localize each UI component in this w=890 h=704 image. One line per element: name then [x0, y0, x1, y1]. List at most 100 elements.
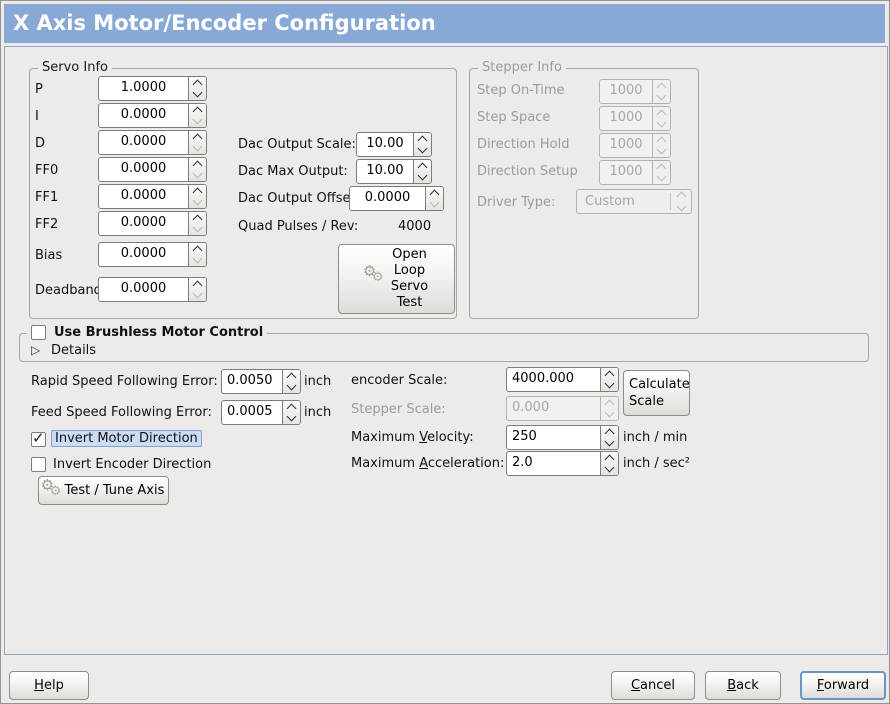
p-spin-buttons[interactable]: [188, 77, 206, 100]
open-loop-servo-test-button[interactable]: ⚙ ⚙ Open Loop Servo Test: [338, 244, 455, 314]
deadband-input[interactable]: 0.0000: [120, 281, 167, 296]
p-input[interactable]: 1.0000: [120, 80, 167, 95]
encoder-scale-input[interactable]: 4000.000: [512, 371, 575, 386]
cancel-button[interactable]: Cancel: [611, 671, 695, 700]
spin-down-icon[interactable]: [192, 168, 203, 179]
dac-output-scale-input[interactable]: 10.00: [366, 136, 404, 151]
maximum-acceleration-spinbox: 2.0: [506, 451, 619, 476]
invert-encoder-label[interactable]: Invert Encoder Direction: [53, 457, 212, 472]
step-on-time-label: Step On-Time: [477, 83, 565, 98]
forward-button[interactable]: Forward: [800, 671, 886, 700]
spin-down-icon[interactable]: [192, 288, 203, 299]
dac-output-offset-input[interactable]: 0.0000: [364, 190, 411, 205]
maximum-velocity-unit: inch / min: [623, 430, 688, 445]
back-button[interactable]: Back: [705, 671, 781, 700]
rapid-following-error-input[interactable]: 0.0050: [227, 373, 273, 388]
spin-down-icon[interactable]: [192, 141, 203, 152]
d-spin-buttons[interactable]: [188, 131, 206, 154]
spin-buttons[interactable]: [600, 368, 618, 391]
gear-icon: ⚙: [371, 270, 384, 285]
step-on-time-spinbox: 1000: [599, 79, 671, 104]
ff0-spin-buttons[interactable]: [188, 158, 206, 181]
dac-max-output-label: Dac Max Output:: [238, 164, 348, 179]
d-input[interactable]: 0.0000: [120, 134, 167, 149]
ff2-input[interactable]: 0.0000: [120, 215, 167, 230]
bias-spin-buttons[interactable]: [188, 243, 206, 266]
servo-info-legend: Servo Info: [38, 60, 112, 75]
deadband-spinbox: 0.0000: [98, 277, 207, 302]
help-button[interactable]: Help: [9, 671, 89, 700]
bias-spinbox: 0.0000: [98, 242, 207, 267]
spin-down-icon[interactable]: [192, 222, 203, 233]
spin-down-icon[interactable]: [417, 143, 428, 154]
i-input[interactable]: 0.0000: [120, 107, 167, 122]
maximum-velocity-input[interactable]: 250: [512, 429, 537, 444]
direction-hold-spinbox: 1000: [599, 133, 671, 158]
spin-buttons[interactable]: [413, 160, 431, 183]
spin-buttons[interactable]: [282, 401, 300, 424]
ff0-input[interactable]: 0.0000: [120, 161, 167, 176]
i-spin-buttons[interactable]: [188, 104, 206, 127]
dac-max-output-input[interactable]: 10.00: [366, 163, 404, 178]
rapid-following-error-unit: inch: [304, 374, 332, 389]
spin-down-icon[interactable]: [286, 411, 297, 422]
ff2-spin-buttons[interactable]: [188, 212, 206, 235]
deadband-label: Deadband: [35, 283, 102, 298]
maximum-acceleration-input[interactable]: 2.0: [512, 455, 533, 470]
ff2-label: FF2: [35, 217, 59, 232]
ff0-label: FF0: [35, 163, 59, 178]
direction-hold-label: Direction Hold: [477, 137, 570, 152]
spin-down-icon[interactable]: [192, 253, 203, 264]
step-space-spinbox: 1000: [599, 106, 671, 131]
content-frame: [4, 46, 888, 655]
stepper-info-frame: Stepper Info: [469, 60, 699, 319]
dac-output-offset-spinbox: 0.0000: [349, 186, 444, 211]
stepper-scale-input: 0.000: [512, 400, 550, 415]
deadband-spin-buttons[interactable]: [188, 278, 206, 301]
driver-type-value: Custom: [585, 194, 635, 209]
ff1-input[interactable]: 0.0000: [120, 188, 167, 203]
maximum-velocity-label: Maximum Velocity:: [351, 430, 474, 445]
dac-output-scale-spinbox: 10.00: [356, 132, 432, 157]
brushless-checkbox[interactable]: [31, 325, 46, 340]
spin-buttons[interactable]: [600, 426, 618, 449]
invert-motor-label[interactable]: Invert Motor Direction: [51, 430, 202, 447]
spin-down-icon[interactable]: [604, 462, 615, 473]
test-tune-axis-button[interactable]: ⚙ ⚙ Test / Tune Axis: [38, 476, 169, 505]
feed-following-error-label: Feed Speed Following Error:: [31, 405, 212, 420]
spin-buttons[interactable]: [413, 133, 431, 156]
spin-down-icon[interactable]: [417, 170, 428, 181]
gears-icon: ⚙ ⚙: [363, 262, 391, 292]
maximum-acceleration-unit: inch / sec²: [623, 456, 691, 471]
spin-down-icon: [656, 90, 667, 101]
feed-following-error-input[interactable]: 0.0005: [227, 404, 273, 419]
calculate-scale-button[interactable]: Calculate Scale: [623, 370, 690, 416]
details-expander-label[interactable]: Details: [51, 343, 97, 358]
invert-motor-checkbox[interactable]: ✓: [31, 429, 46, 447]
spin-buttons[interactable]: [425, 187, 443, 210]
spin-down-icon[interactable]: [192, 195, 203, 206]
brushless-frame: [19, 333, 869, 362]
bias-input[interactable]: 0.0000: [120, 246, 167, 261]
expander-arrow-icon[interactable]: ▷: [31, 343, 41, 357]
encoder-scale-label: encoder Scale:: [351, 373, 448, 388]
spin-down-icon[interactable]: [604, 436, 615, 447]
direction-setup-input: 1000: [609, 164, 643, 179]
spin-buttons[interactable]: [600, 452, 618, 475]
spin-down-icon[interactable]: [192, 114, 203, 125]
spin-down-icon[interactable]: [286, 380, 297, 391]
gears-icon: ⚙ ⚙: [41, 476, 65, 502]
gear-icon: ⚙: [49, 483, 62, 499]
page-title: X Axis Motor/Encoder Configuration: [4, 4, 885, 43]
ff1-spin-buttons[interactable]: [188, 185, 206, 208]
spin-buttons[interactable]: [282, 370, 300, 393]
brushless-checkbox-row[interactable]: Use Brushless Motor Control: [27, 325, 268, 340]
spin-down-icon: [656, 144, 667, 155]
invert-encoder-checkbox[interactable]: [31, 457, 46, 472]
spin-down-icon[interactable]: [192, 87, 203, 98]
spin-down-icon: [656, 117, 667, 128]
ff0-spinbox: 0.0000: [98, 157, 207, 182]
ff1-label: FF1: [35, 190, 59, 205]
spin-down-icon[interactable]: [604, 378, 615, 389]
spin-down-icon[interactable]: [429, 197, 440, 208]
